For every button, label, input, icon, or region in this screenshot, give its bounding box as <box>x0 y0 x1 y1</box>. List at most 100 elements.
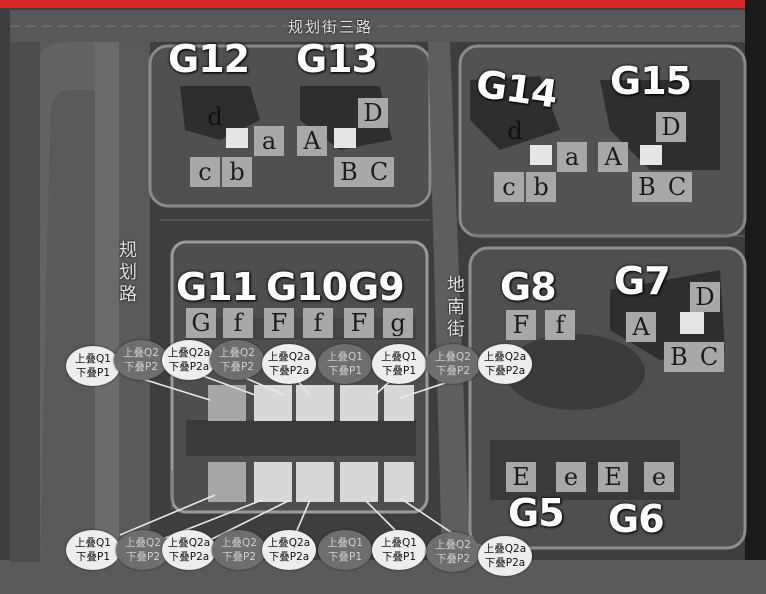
block-mid-f2: f <box>303 308 333 338</box>
unit-label-upper-3: 上叠Q2a 下叠P2a <box>162 340 216 380</box>
group-label-g10: G10 <box>266 265 348 309</box>
block-g8-F: F <box>506 310 536 340</box>
group-label-g11: G11 <box>176 265 258 309</box>
unit-lower-4-top: 上叠Q2 <box>221 537 257 549</box>
block-g15-B: B <box>632 172 662 202</box>
unit-lower-7-bottom: 下叠P1 <box>381 551 416 563</box>
block-g14-a: a <box>557 142 587 172</box>
block-mid-F1: F <box>264 308 294 338</box>
group-label-g15: G15 <box>610 59 692 103</box>
unit-lower-3-bottom: 下叠P2a <box>168 551 210 563</box>
block-g12-c: c <box>190 157 220 187</box>
block-g8-f: f <box>545 310 575 340</box>
unit-label-upper-1: 上叠Q1 下叠P1 <box>66 346 120 386</box>
block-g15-A: A <box>598 142 628 172</box>
road-label-north: 规划街三路 <box>288 18 374 36</box>
unit-label-upper-8: 上叠Q2 下叠P2 <box>426 344 480 384</box>
unit-upper-4-top: 上叠Q2 <box>219 347 255 359</box>
unit-lower-5-top: 上叠Q2a <box>267 537 311 549</box>
unit-label-lower-4: 上叠Q2 下叠P2 <box>212 530 266 570</box>
road-label-central: 地南街 <box>447 275 465 340</box>
unit-label-upper-5: 上叠Q2a 下叠P2a <box>262 344 316 384</box>
unit-upper-6-bottom: 下叠P1 <box>327 365 362 377</box>
red-edge <box>0 0 766 8</box>
block-g13-a: a <box>254 126 284 156</box>
block-g13-A: A <box>297 126 327 156</box>
unit-label-lower-9: 上叠Q2a 下叠P2a <box>478 536 532 576</box>
unit-upper-8-top: 上叠Q2 <box>435 351 471 363</box>
block-g7-C: C <box>694 342 724 372</box>
unit-lower-7-top: 上叠Q1 <box>381 537 417 549</box>
unit-lower-8-bottom: 下叠P2 <box>435 553 470 565</box>
block-g7-D: D <box>690 282 720 312</box>
unit-lower-2-bottom: 下叠P2 <box>125 551 160 563</box>
unit-upper-3-top: 上叠Q2a <box>167 347 211 359</box>
block-g15-D: D <box>656 112 686 142</box>
block-g13-B: B <box>334 157 364 187</box>
group-label-g6: G6 <box>608 497 665 541</box>
unit-label-lower-5: 上叠Q2a 下叠P2a <box>262 530 316 570</box>
block-mid-f1: f <box>223 308 253 338</box>
unit-lower-9-bottom: 下叠P2a <box>484 557 526 569</box>
block-g14-b: b <box>526 172 556 202</box>
unit-upper-4-bottom: 下叠P2 <box>219 361 254 373</box>
unit-upper-2-bottom: 下叠P2 <box>123 361 158 373</box>
block-south-E1: E <box>506 462 536 492</box>
unit-upper-8-bottom: 下叠P2 <box>435 365 470 377</box>
unit-lower-3-top: 上叠Q2a <box>167 537 211 549</box>
unit-label-lower-1: 上叠Q1 下叠P1 <box>66 530 120 570</box>
unit-lower-2-top: 上叠Q2 <box>125 537 161 549</box>
block-mid-g: g <box>383 308 413 338</box>
unit-lower-1-bottom: 下叠P1 <box>75 551 110 563</box>
unit-label-lower-3: 上叠Q2a 下叠P2a <box>162 530 216 570</box>
group-label-g8: G8 <box>500 265 557 309</box>
block-mid-G: G <box>186 308 216 338</box>
unit-upper-9-bottom: 下叠P2a <box>484 365 526 377</box>
block-g7-B: B <box>664 342 694 372</box>
unit-upper-1-bottom: 下叠P1 <box>75 367 110 379</box>
unit-lower-6-top: 上叠Q1 <box>327 537 363 549</box>
block-g14-d: d <box>507 117 523 145</box>
unit-label-lower-7: 上叠Q1 下叠P1 <box>372 530 426 570</box>
unit-upper-1-top: 上叠Q1 <box>75 353 111 365</box>
unit-lower-8-top: 上叠Q2 <box>435 539 471 551</box>
unit-lower-1-top: 上叠Q1 <box>75 537 111 549</box>
unit-label-lower-6: 上叠Q1 下叠P1 <box>318 530 372 570</box>
unit-label-lower-2: 上叠Q2 下叠P2 <box>116 530 170 570</box>
block-g12-b: b <box>222 157 252 187</box>
unit-label-upper-9: 上叠Q2a 下叠P2a <box>478 344 532 384</box>
unit-label-upper-6: 上叠Q1 下叠P1 <box>318 344 372 384</box>
block-g13-D: D <box>358 98 388 128</box>
block-g15-C: C <box>662 172 692 202</box>
unit-label-upper-2: 上叠Q2 下叠P2 <box>114 340 168 380</box>
unit-lower-6-bottom: 下叠P1 <box>327 551 362 563</box>
unit-upper-9-top: 上叠Q2a <box>483 351 527 363</box>
block-mid-F2: F <box>344 308 374 338</box>
block-g13-C: C <box>364 157 394 187</box>
group-label-g7: G7 <box>614 259 671 303</box>
group-label-g9: G9 <box>348 265 405 309</box>
road-label-west: 规划路 <box>119 240 137 305</box>
unit-upper-7-top: 上叠Q1 <box>381 351 417 363</box>
unit-upper-6-top: 上叠Q1 <box>327 351 363 363</box>
block-south-e1: e <box>556 462 586 492</box>
unit-label-upper-4: 上叠Q2 下叠P2 <box>210 340 264 380</box>
block-g7-A: A <box>626 312 656 342</box>
group-label-g14: G14 <box>473 61 560 117</box>
block-south-e2: e <box>644 462 674 492</box>
unit-upper-5-bottom: 下叠P2a <box>268 365 310 377</box>
block-g14-c: c <box>494 172 524 202</box>
unit-label-lower-8: 上叠Q2 下叠P2 <box>426 532 480 572</box>
unit-lower-4-bottom: 下叠P2 <box>221 551 256 563</box>
unit-upper-7-bottom: 下叠P1 <box>381 365 416 377</box>
unit-lower-5-bottom: 下叠P2a <box>268 551 310 563</box>
unit-upper-2-top: 上叠Q2 <box>123 347 159 359</box>
block-south-E2: E <box>598 462 628 492</box>
group-label-g12: G12 <box>168 37 250 81</box>
unit-lower-9-top: 上叠Q2a <box>483 543 527 555</box>
group-label-g5: G5 <box>508 491 565 535</box>
unit-label-upper-7: 上叠Q1 下叠P1 <box>372 344 426 384</box>
unit-upper-5-top: 上叠Q2a <box>267 351 311 363</box>
group-label-g13: G13 <box>296 37 378 81</box>
